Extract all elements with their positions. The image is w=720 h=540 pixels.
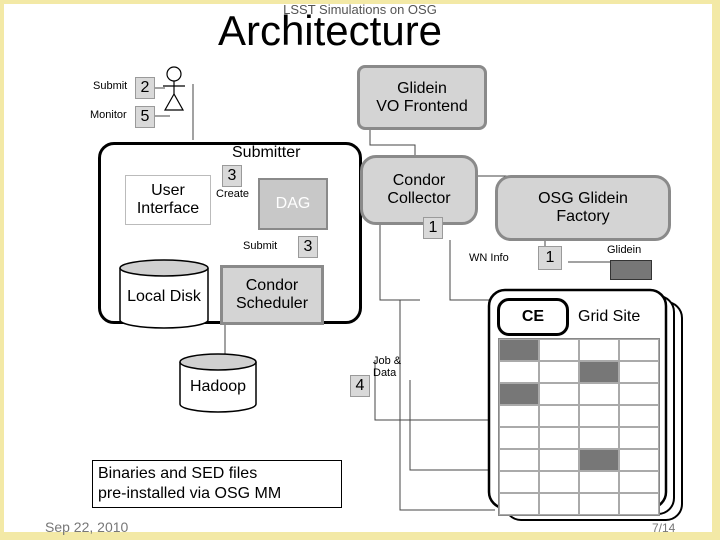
worker-cell <box>499 493 539 515</box>
submitter-label: Submitter <box>232 144 301 161</box>
grid-site-label: Grid Site <box>578 308 641 325</box>
worker-cell <box>579 405 619 427</box>
worker-node-grid <box>498 338 660 516</box>
worker-cell <box>579 339 619 361</box>
local-disk-label: Local Disk <box>127 288 201 305</box>
worker-cell <box>579 383 619 405</box>
step-4-badge: 4 <box>350 375 370 397</box>
create-label: Create <box>216 188 250 200</box>
worker-cell <box>619 427 659 449</box>
worker-cell <box>499 427 539 449</box>
step-3-create-badge: 3 <box>222 165 242 187</box>
worker-cell <box>619 383 659 405</box>
submit-label: Submit <box>93 80 128 92</box>
worker-cell <box>619 493 659 515</box>
slide-subtitle: LSST Simulations on OSG <box>283 2 437 17</box>
monitor-label: Monitor <box>90 109 127 121</box>
submit-inner-label: Submit <box>243 240 278 252</box>
wn-info-label: WN Info <box>469 252 509 264</box>
worker-cell <box>499 449 539 471</box>
worker-cell <box>539 493 579 515</box>
worker-cell <box>579 471 619 493</box>
actor-head-icon <box>166 66 182 82</box>
worker-cell <box>619 361 659 383</box>
worker-cell <box>619 405 659 427</box>
bottom-border <box>0 532 720 540</box>
condor-collector-box: Condor Collector <box>360 155 478 225</box>
user-interface-box: User Interface <box>125 175 211 225</box>
glidein-label: Glidein <box>607 244 642 256</box>
step-1-collector-badge: 1 <box>423 217 443 239</box>
local-disk-cylinder <box>119 259 209 329</box>
right-border <box>712 0 720 540</box>
condor-scheduler-box: Condor Scheduler <box>220 265 324 325</box>
worker-cell <box>539 361 579 383</box>
worker-cell <box>619 449 659 471</box>
job-data-label: Job & Data <box>373 355 402 379</box>
step-1-factory-badge: 1 <box>538 246 562 270</box>
binaries-note-box: Binaries and SED files pre-installed via… <box>92 460 342 508</box>
worker-cell <box>619 471 659 493</box>
top-border <box>0 0 720 4</box>
worker-cell <box>539 383 579 405</box>
worker-cell <box>539 471 579 493</box>
worker-cell <box>539 339 579 361</box>
slide-title: Architecture <box>217 7 443 54</box>
worker-cell <box>579 493 619 515</box>
step-5-badge: 5 <box>135 106 155 128</box>
osg-glidein-factory-box: OSG Glidein Factory <box>495 175 671 241</box>
worker-cell <box>579 427 619 449</box>
worker-cell <box>499 471 539 493</box>
glidein-slot-icon <box>610 260 652 280</box>
worker-cell <box>539 405 579 427</box>
dag-box: DAG <box>258 178 328 230</box>
worker-cell <box>499 405 539 427</box>
step-3-submit-badge: 3 <box>298 236 318 258</box>
footer-page-number: 7/14 <box>652 521 676 535</box>
glidein-vo-frontend: Glidein VO Frontend <box>357 65 487 130</box>
left-border <box>0 0 4 540</box>
ce-box: CE <box>497 298 569 336</box>
worker-cell <box>579 449 619 471</box>
footer-date: Sep 22, 2010 <box>45 519 129 535</box>
worker-cell <box>539 449 579 471</box>
step-2-badge: 2 <box>135 77 155 99</box>
worker-cell <box>579 361 619 383</box>
worker-cell <box>499 383 539 405</box>
hadoop-label: Hadoop <box>189 378 247 395</box>
hadoop-cylinder <box>179 353 257 413</box>
worker-cell <box>499 361 539 383</box>
worker-cell <box>499 339 539 361</box>
worker-cell <box>539 427 579 449</box>
worker-cell <box>619 339 659 361</box>
